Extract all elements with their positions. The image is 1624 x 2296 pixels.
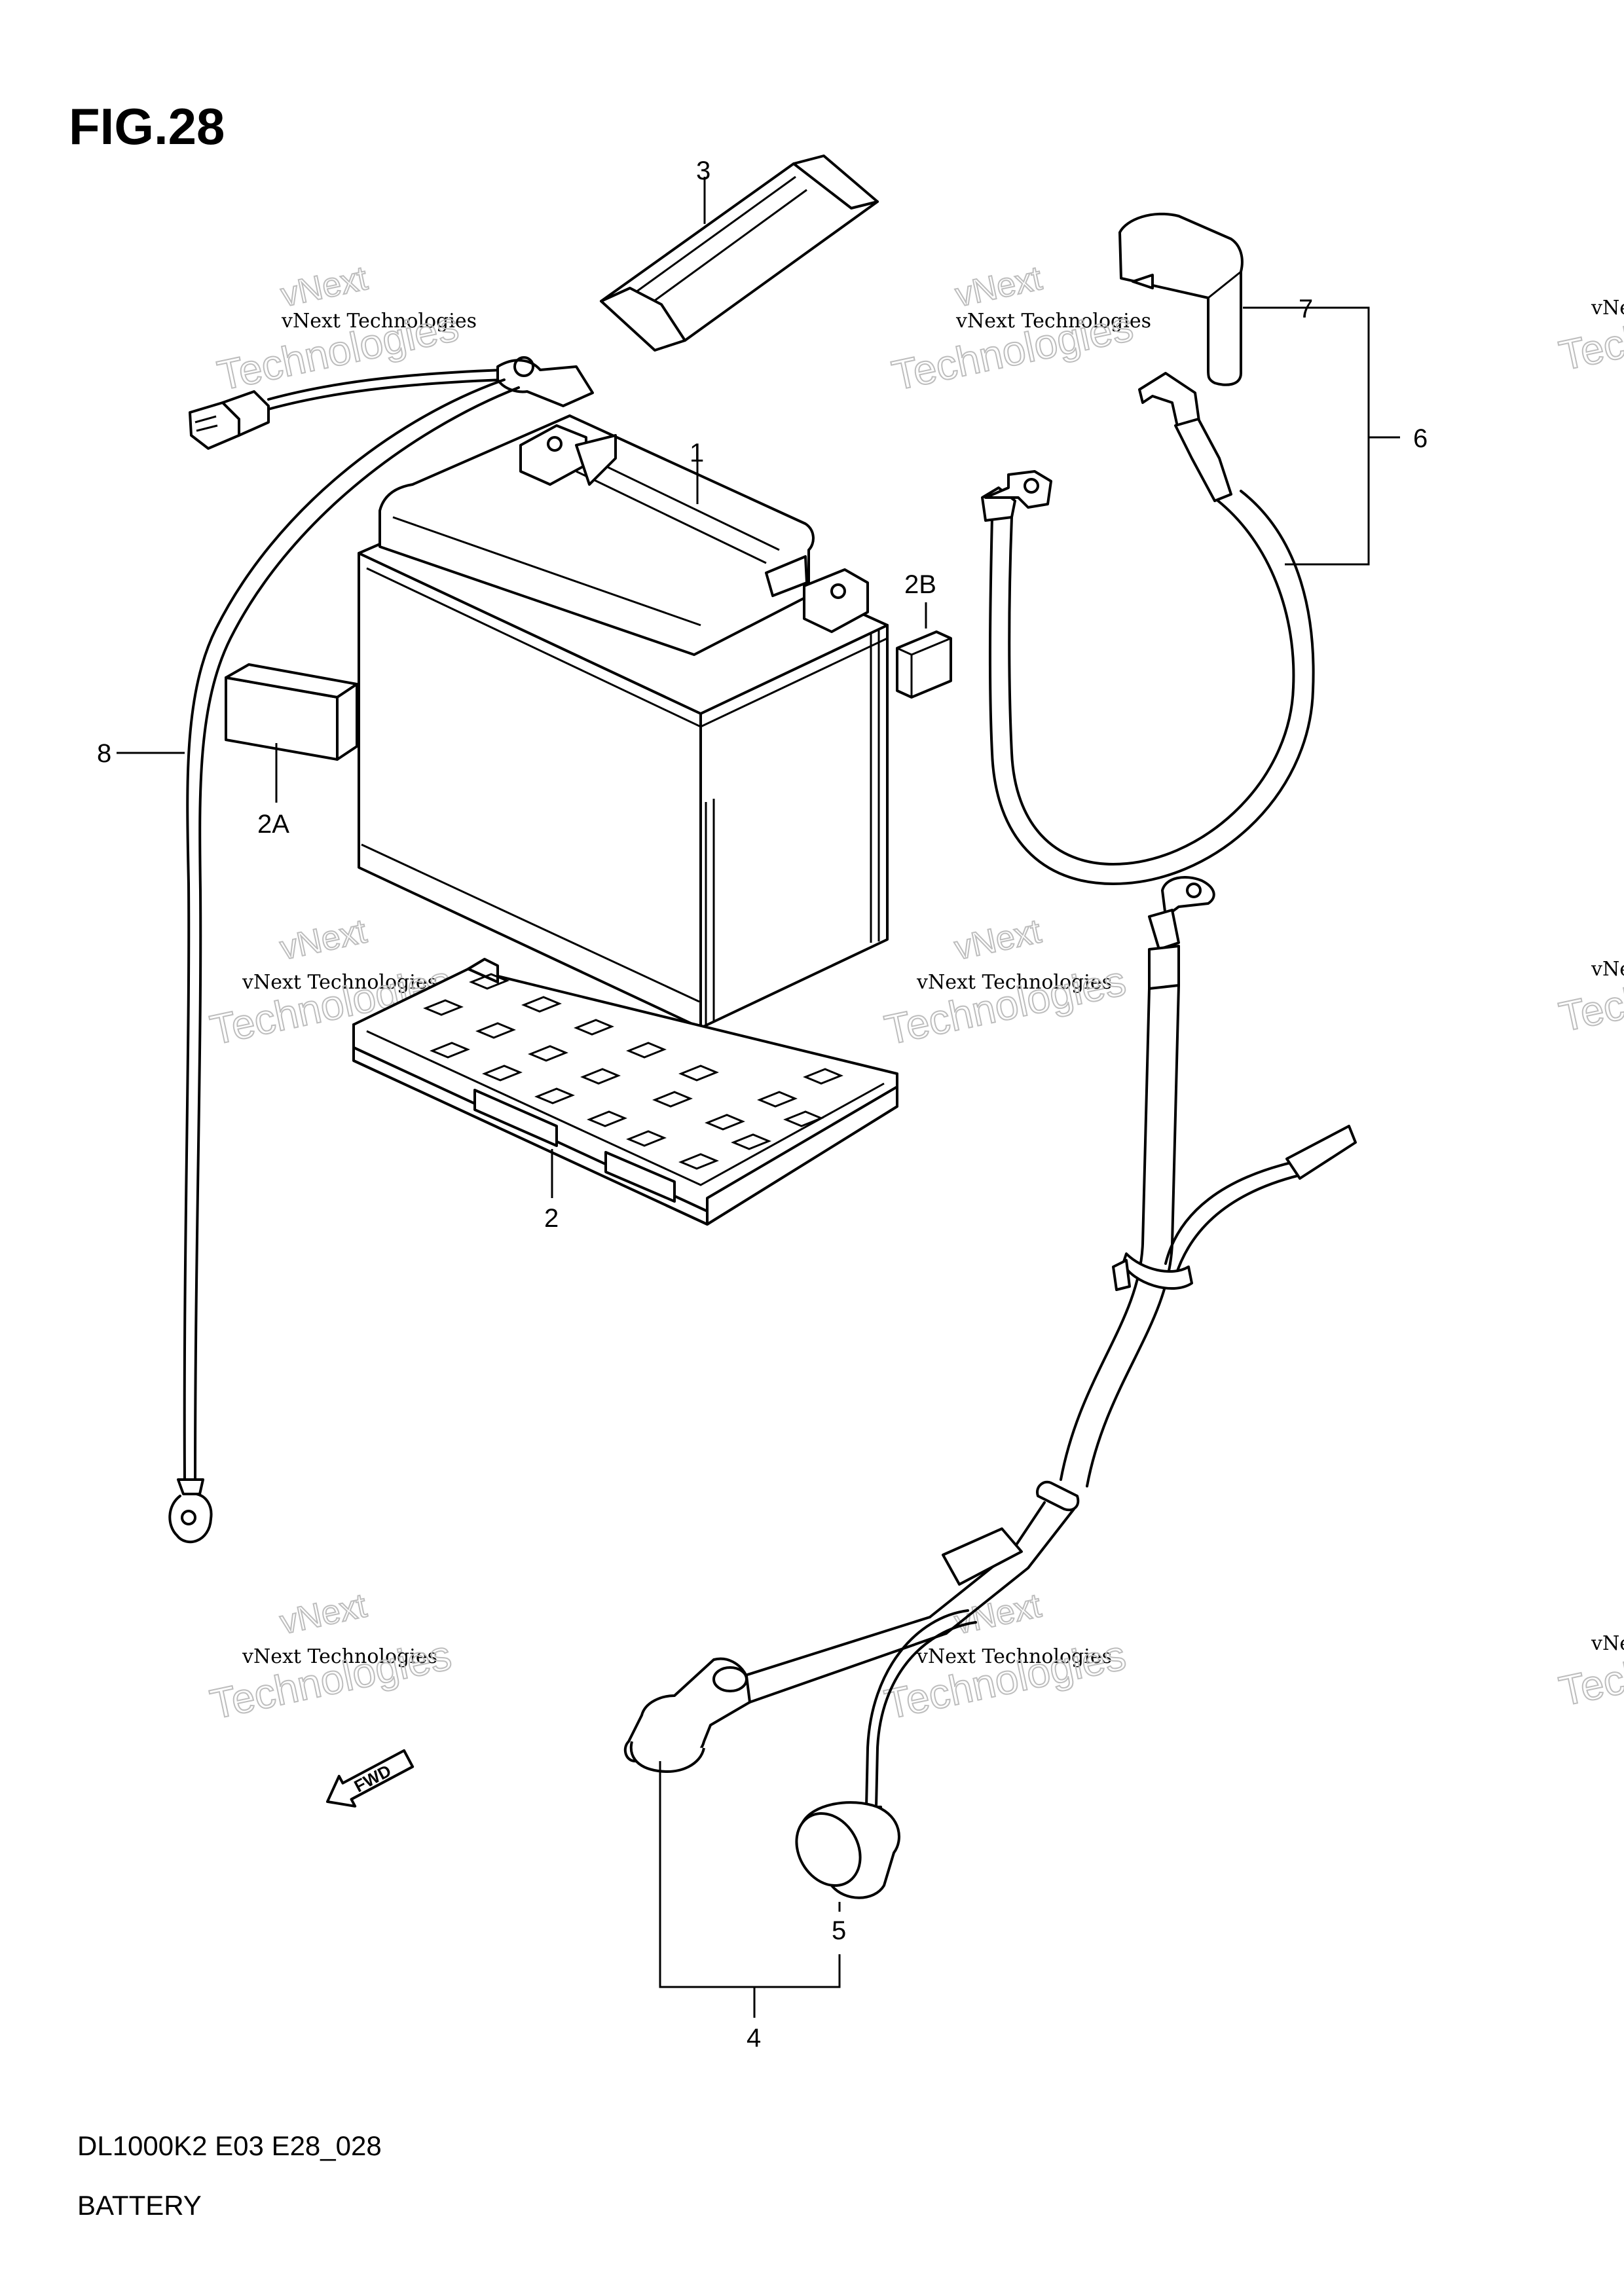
watermark-text: vNext Technologies — [955, 310, 1151, 333]
battery-label-2A — [225, 663, 358, 761]
section-title: BATTERY — [77, 2190, 202, 2221]
model-code: DL1000K2 E03 E28_028 — [77, 2130, 382, 2161]
callout-8: 8 — [97, 739, 111, 768]
watermark-vnext: vNext — [278, 259, 371, 314]
battery-label-2B — [896, 630, 952, 699]
battery-strap — [600, 155, 879, 352]
battery-tray — [352, 958, 898, 1226]
callout-1: 1 — [690, 439, 704, 467]
battery — [358, 414, 889, 1029]
callout-3: 3 — [696, 156, 710, 185]
callout-4: 4 — [747, 2024, 761, 2052]
tray-slots — [423, 973, 843, 1170]
harness-wire — [168, 356, 594, 1544]
watermark-text: vNext Technologies — [1591, 1632, 1624, 1655]
starter-cable — [981, 372, 1315, 885]
watermark-text: vNext Technologies — [242, 1645, 437, 1668]
watermark-text: vNext Technologies — [281, 310, 477, 333]
watermark-vnext: vNext — [277, 912, 371, 967]
callout-6: 6 — [1413, 424, 1428, 453]
watermark-vnext: vNext — [952, 259, 1046, 314]
watermark-vnext: vNext — [277, 1586, 371, 1641]
battery-cable — [623, 876, 1357, 1899]
watermark-text: vNext Technologies — [242, 971, 437, 994]
watermark-text: vNext Technologies — [1591, 958, 1624, 981]
watermark-vnext: vNext — [951, 1586, 1045, 1641]
figure-title: FIG.28 — [69, 98, 225, 155]
watermark-text: vNext Technologies — [1591, 297, 1624, 319]
callout-5: 5 — [832, 1916, 846, 1945]
leader-6-7-bracket — [1243, 306, 1370, 566]
watermark-vnext: vNext — [951, 912, 1045, 967]
watermark-text: vNext Technologies — [916, 971, 1112, 994]
leader-4-5-bracket — [659, 1761, 841, 1988]
terminal-cover — [1118, 212, 1244, 386]
fwd-arrow: FWD — [325, 1749, 415, 1808]
callout-2A: 2A — [257, 810, 289, 839]
callout-7: 7 — [1299, 295, 1313, 323]
callout-2: 2 — [544, 1204, 559, 1233]
callout-2B: 2B — [904, 570, 936, 599]
watermark-text: vNext Technologies — [916, 1645, 1112, 1668]
